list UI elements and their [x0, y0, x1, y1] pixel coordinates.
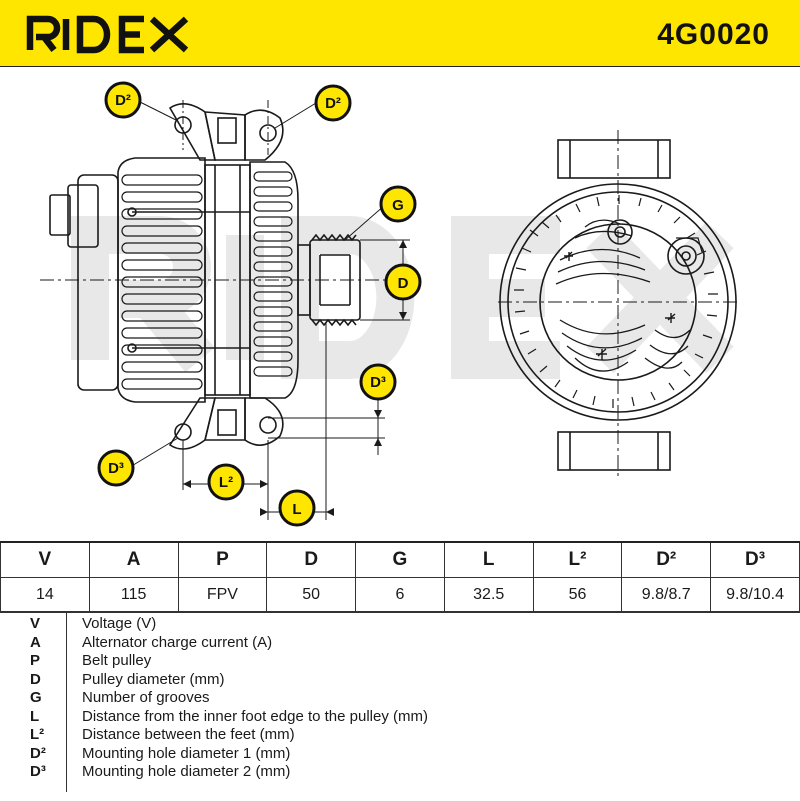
label-l2: L² — [207, 463, 245, 501]
legend-item: L² Distance between the feet (mm) — [30, 726, 295, 743]
spec-value-d2: 9.8/8.7 — [621, 577, 712, 613]
spec-value-l: 32.5 — [443, 577, 534, 613]
label-d2-right: D² — [314, 84, 352, 122]
spec-value-g: 6 — [355, 577, 445, 613]
legend-item: G Number of grooves — [30, 689, 210, 706]
legend-item: D² Mounting hole diameter 1 (mm) — [30, 744, 291, 762]
legend-item: P Belt pulley — [30, 652, 152, 669]
svg-text:D²: D² — [115, 92, 131, 109]
legend-item: A Alternator charge current (A) — [30, 633, 273, 651]
label-g: G — [379, 185, 417, 223]
spec-header-d: D — [266, 541, 357, 578]
legend-divider — [66, 612, 67, 792]
label-d3-right: D³ — [359, 363, 397, 401]
spec-header-d3: D³ — [710, 541, 800, 578]
legend-item: V Voltage (V) — [30, 615, 157, 632]
spec-value-v: 14 — [0, 577, 90, 613]
svg-text:G: G — [392, 197, 404, 214]
specs-table: V A P D G L L² D² D³ 14 115 FPV 50 6 32.… — [0, 541, 800, 613]
spec-value-a: 115 — [88, 577, 179, 613]
brand-header: 4G0020 — [0, 0, 800, 67]
part-code: 4G0020 — [657, 18, 770, 51]
specs-header-row: V A P D G L L² D² D³ — [0, 541, 800, 578]
legend: V Voltage (V) A Alternator charge curren… — [0, 611, 800, 801]
label-l: L — [278, 489, 316, 527]
alternator-side-view — [49, 103, 361, 450]
label-d2-left: D² — [104, 81, 142, 119]
alternator-diagram: D² D² G D D³ D³ L² L — [40, 81, 740, 527]
spec-value-p: FPV — [177, 577, 268, 613]
specs-value-row: 14 115 FPV 50 6 32.5 56 9.8/8.7 9.8/10.4 — [0, 577, 800, 613]
spec-header-l: L — [443, 541, 534, 578]
label-d: D — [384, 263, 422, 301]
spec-value-d3: 9.8/10.4 — [710, 577, 800, 613]
svg-text:D³: D³ — [370, 374, 386, 391]
legend-item: D³ Mounting hole diameter 2 (mm) — [30, 763, 291, 780]
label-d3-left: D³ — [97, 449, 135, 487]
legend-item: L Distance from the inner foot edge to t… — [30, 707, 428, 725]
spec-value-l2: 56 — [532, 577, 623, 613]
spec-header-l2: L² — [532, 541, 623, 578]
spec-value-d: 50 — [266, 577, 357, 613]
svg-text:L: L — [292, 501, 301, 518]
svg-text:D²: D² — [325, 95, 341, 112]
spec-header-d2: D² — [621, 541, 712, 578]
spec-header-p: P — [177, 541, 268, 578]
spec-header-a: A — [88, 541, 179, 578]
svg-text:L²: L² — [219, 474, 233, 491]
ridex-logo — [26, 15, 189, 54]
svg-text:D: D — [398, 275, 409, 292]
spec-header-g: G — [355, 541, 445, 578]
spec-header-v: V — [0, 541, 90, 578]
svg-text:D³: D³ — [108, 460, 124, 477]
legend-item: D Pulley diameter (mm) — [30, 670, 225, 688]
